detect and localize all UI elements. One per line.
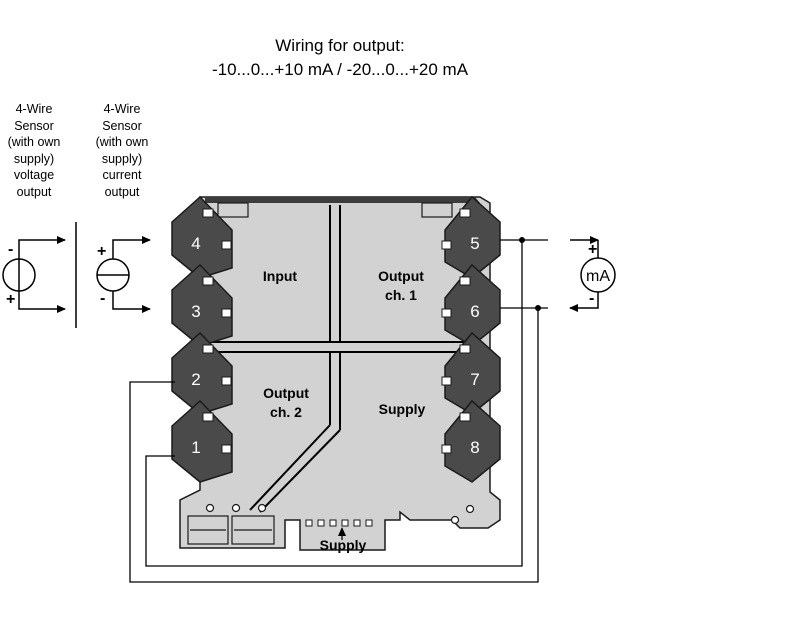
terminal-block-2 (171, 331, 233, 415)
bottom-supply-label: Supply (320, 537, 367, 553)
voltage-source-polarity-bottom: + (6, 291, 15, 308)
voltage-source-icon (2, 236, 66, 313)
current-source-polarity-top: + (97, 243, 106, 260)
section-output-ch2-line2: ch. 2 (270, 404, 302, 420)
section-input: Input (263, 268, 298, 284)
terminal-number-4: 4 (191, 234, 200, 253)
current-source-polarity-bottom: - (100, 290, 105, 307)
milliamp-meter-icon (569, 236, 616, 312)
terminal-block-4 (171, 195, 233, 279)
voltage-source-polarity-top: - (8, 241, 13, 258)
internal-separators (205, 205, 470, 513)
terminal-block-7 (441, 331, 501, 415)
section-output-ch2-line1: Output (263, 385, 309, 401)
current-source-icon (96, 236, 151, 313)
sensor-current-label: 4-Wire Sensor (with own supply) current … (95, 102, 149, 199)
terminal-number-2: 2 (191, 370, 200, 389)
diagram-title-line1: Wiring for output: (275, 36, 405, 55)
terminal-number-1: 1 (191, 438, 200, 457)
terminal-block-6 (441, 263, 501, 347)
section-output-ch1-line1: Output (378, 268, 424, 284)
housing-top-edge (205, 197, 480, 203)
section-output-ch1-line2: ch. 1 (385, 287, 417, 303)
terminal-block-1 (171, 399, 233, 483)
sensor-voltage-label: 4-Wire Sensor (with own supply) voltage … (7, 102, 61, 199)
meter-minus: - (589, 290, 594, 307)
terminal-number-8: 8 (470, 438, 479, 457)
diagram-title-line2: -10...0...+10 mA / -20...0...+20 mA (211, 60, 469, 79)
terminal-number-6: 6 (470, 302, 479, 321)
terminal-block-8 (441, 399, 501, 483)
wire-junctions (519, 237, 541, 311)
terminal-block-3 (171, 263, 233, 347)
section-supply: Supply (379, 401, 426, 417)
din-rail-clip (187, 515, 275, 545)
meter-unit: mA (586, 268, 610, 285)
terminal-number-5: 5 (470, 234, 479, 253)
terminal-block-5 (441, 195, 501, 279)
top-latch-left (217, 202, 249, 218)
terminal-number-7: 7 (470, 370, 479, 389)
meter-plus: + (588, 241, 597, 258)
bottom-bus-contacts (305, 519, 373, 527)
top-latch-right (421, 202, 453, 218)
terminal-number-3: 3 (191, 302, 200, 321)
housing-screws (205, 503, 475, 525)
